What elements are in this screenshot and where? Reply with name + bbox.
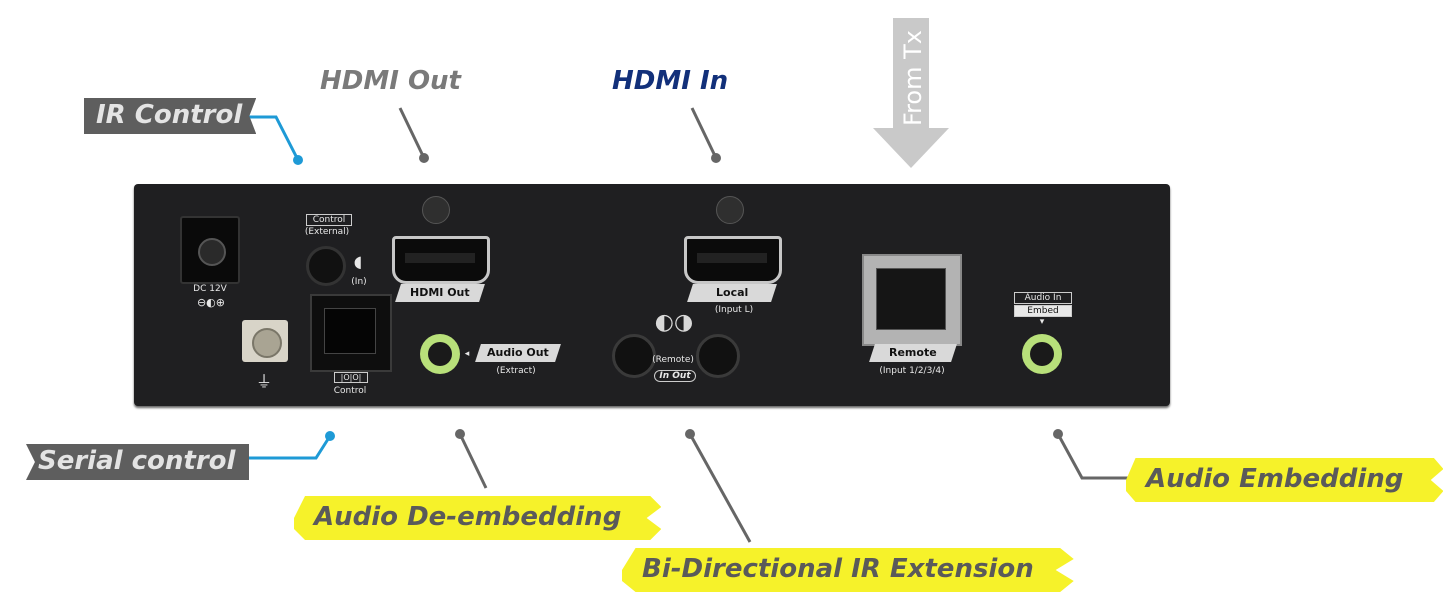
- serial-icon: |O|O|: [334, 372, 368, 383]
- audio-out-port-label: Audio Out: [475, 344, 561, 362]
- ground-screw-icon: [242, 320, 288, 362]
- audio-embedding-label: Audio Embedding: [1126, 458, 1444, 502]
- device-rear-panel: DC 12V ⊖◐⊕ ⏚ Control (External) ◖ (In) |…: [134, 184, 1170, 406]
- from-tx-arrow: [873, 18, 949, 168]
- audio-embed-line: [1056, 433, 1132, 480]
- ir-extension-icon: ◐◑: [654, 310, 694, 335]
- audio-deembedding-label: Audio De-embedding: [294, 496, 662, 540]
- ir-control-line: [247, 115, 300, 161]
- serial-port-label: Control: [333, 386, 367, 396]
- audio-out-arrow-icon: ◂: [464, 349, 470, 359]
- remote-port-label: Remote: [869, 344, 957, 362]
- ir-remote-label: (Remote): [652, 355, 694, 365]
- serial-control-label: Serial control: [26, 444, 250, 480]
- serial-control-line: [244, 435, 332, 460]
- audio-in-jack[interactable]: [1022, 334, 1062, 374]
- in-label: (In): [351, 277, 367, 287]
- remote-rj45-port[interactable]: [862, 254, 962, 346]
- ir-sensor-icon: ◖: [353, 252, 363, 271]
- ir-extension-line: [688, 433, 752, 543]
- audio-out-sub-label: (Extract): [496, 366, 536, 376]
- ir-in-jack[interactable]: [612, 334, 656, 378]
- ir-control-jack[interactable]: [306, 246, 346, 286]
- from-tx-label: From Tx: [899, 30, 927, 126]
- dc-polarity-icon: ⊖◐⊕: [196, 296, 226, 309]
- ground-symbol-icon: ⏚: [255, 372, 272, 391]
- audio-deembed-line: [458, 433, 488, 489]
- hdmi-in-port[interactable]: [684, 236, 782, 284]
- audio-in-label: Audio In: [1014, 292, 1072, 304]
- dc-power-jack[interactable]: [180, 216, 240, 284]
- dc-label: DC 12V: [193, 284, 227, 294]
- local-sub-label: (Input L): [714, 305, 754, 315]
- control-external-label: (External): [304, 227, 350, 237]
- control-label: Control: [306, 214, 352, 226]
- in-out-label: In Out: [654, 370, 696, 382]
- hdmi-out-port[interactable]: [392, 236, 490, 284]
- hdmi-in-line: [690, 107, 718, 159]
- ir-control-label: IR Control: [84, 98, 257, 134]
- hdmi-in-callout: HDMI In: [612, 66, 729, 96]
- hdmi-out-screw: [422, 196, 450, 224]
- audio-in-arrow-icon: ▾: [1039, 317, 1045, 327]
- local-port-label: Local: [687, 284, 777, 302]
- ir-out-jack[interactable]: [696, 334, 740, 378]
- embed-label: Embed: [1014, 305, 1072, 317]
- hdmi-out-port-label: HDMI Out: [395, 284, 485, 302]
- hdmi-in-screw: [716, 196, 744, 224]
- ir-extension-label: Bi-Directional IR Extension: [622, 548, 1074, 592]
- audio-out-jack[interactable]: [420, 334, 460, 374]
- hdmi-out-line: [398, 107, 426, 159]
- remote-sub-label: (Input 1/2/3/4): [879, 366, 945, 376]
- serial-control-port[interactable]: [310, 294, 392, 372]
- hdmi-out-callout: HDMI Out: [320, 66, 461, 96]
